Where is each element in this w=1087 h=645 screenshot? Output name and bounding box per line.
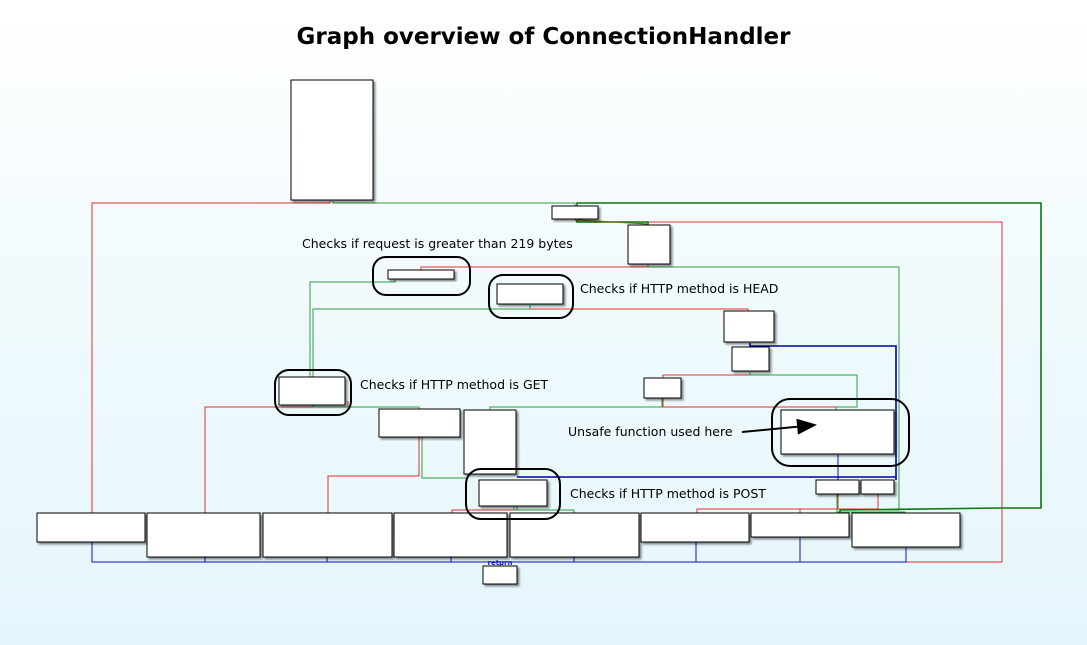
edge <box>327 437 420 513</box>
handler-node[interactable] <box>262 512 393 558</box>
edge <box>517 343 897 478</box>
handler-node[interactable] <box>393 512 508 558</box>
unsafe-function-annotation: Unsafe function used here <box>568 424 733 439</box>
block-node[interactable] <box>815 479 860 495</box>
unsafe-function-node[interactable] <box>780 409 895 455</box>
handler-node[interactable] <box>640 512 750 543</box>
get-check-highlight <box>274 369 352 416</box>
edge <box>489 398 663 410</box>
annotations: Checks if request is greater than 219 by… <box>274 236 910 520</box>
post-check-highlight <box>465 468 561 520</box>
get-check-node[interactable] <box>278 376 346 406</box>
edge <box>696 494 839 513</box>
edge <box>309 280 396 378</box>
edge <box>839 507 1001 513</box>
handler-node[interactable] <box>509 512 640 558</box>
unsafe-function-arrow <box>741 418 817 435</box>
size-check-highlight <box>372 256 471 296</box>
block-node[interactable] <box>627 224 671 265</box>
edge <box>647 265 900 511</box>
block-node[interactable] <box>731 346 770 372</box>
dispatch-node[interactable] <box>551 205 599 220</box>
olive-edges <box>576 219 649 225</box>
graph-edges <box>91 201 1042 566</box>
block-node[interactable] <box>463 409 517 475</box>
block-node[interactable] <box>378 408 461 438</box>
block-node[interactable] <box>860 479 895 495</box>
edge <box>91 542 907 563</box>
dark-blue-edges <box>517 343 897 480</box>
post-check-annotation: Checks if HTTP method is POST <box>570 486 766 501</box>
size-check-annotation: Checks if request is greater than 219 by… <box>302 236 573 251</box>
exit-node-label: return <box>488 559 513 567</box>
edge <box>91 201 331 513</box>
blue-edges <box>91 455 907 566</box>
head-check-node[interactable] <box>496 283 564 305</box>
graph-nodes: return <box>36 79 961 585</box>
edge <box>204 401 349 513</box>
edge <box>513 507 575 513</box>
handler-node[interactable] <box>36 512 146 543</box>
head-check-highlight <box>488 274 574 319</box>
edge <box>576 219 649 225</box>
size-check-node[interactable] <box>387 269 455 280</box>
graph-title: Graph overview of ConnectionHandler <box>296 24 791 50</box>
edge <box>421 437 466 479</box>
edge <box>749 372 858 410</box>
edge <box>574 218 1003 563</box>
edge <box>312 305 531 378</box>
post-check-node[interactable] <box>478 479 548 507</box>
get-check-annotation: Checks if HTTP method is GET <box>360 377 549 392</box>
edge <box>576 202 1042 509</box>
handler-node[interactable] <box>146 512 261 558</box>
handler-node[interactable] <box>851 512 961 548</box>
entry-node[interactable] <box>290 79 374 201</box>
unsafe-function-highlight <box>771 398 910 467</box>
edge <box>529 305 749 312</box>
edge <box>662 372 751 378</box>
edge <box>451 507 518 513</box>
edge <box>799 494 879 513</box>
edge <box>420 265 649 272</box>
edge <box>332 201 576 207</box>
head-check-annotation: Checks if HTTP method is HEAD <box>580 281 778 296</box>
handler-node[interactable] <box>750 512 850 538</box>
block-node[interactable] <box>723 310 775 343</box>
exit-node[interactable] <box>482 565 518 585</box>
block-node[interactable] <box>643 377 682 399</box>
